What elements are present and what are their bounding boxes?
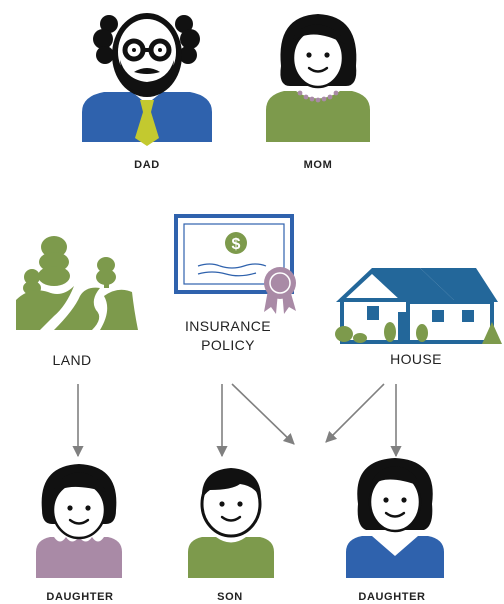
insurance-label-line2: POLICY bbox=[201, 337, 255, 353]
son-label: SON bbox=[217, 591, 243, 603]
moon-icon bbox=[89, 231, 103, 252]
arrow-insurance-center bbox=[231, 383, 295, 445]
land-illustration bbox=[16, 231, 138, 330]
dollar-icon: $ bbox=[225, 232, 247, 254]
house-icon bbox=[335, 268, 502, 344]
dad-label: DAD bbox=[134, 159, 160, 171]
dollar-symbol: $ bbox=[232, 236, 241, 253]
arrow-house-center bbox=[325, 383, 385, 443]
award-ribbon-icon bbox=[264, 267, 296, 314]
daughter-left-figure bbox=[36, 464, 122, 578]
house-label: HOUSE bbox=[390, 351, 442, 367]
mom-figure bbox=[266, 14, 370, 142]
daughter-right-figure bbox=[346, 458, 444, 578]
son-figure bbox=[188, 468, 274, 578]
dad-figure bbox=[82, 13, 212, 146]
daughter-right-label: DAUGHTER bbox=[358, 591, 425, 603]
trees-icon bbox=[23, 236, 116, 296]
insurance-label-line1: INSURANCE bbox=[185, 318, 271, 334]
inheritance-arrows bbox=[72, 383, 402, 458]
insurance-certificate: $ bbox=[174, 214, 296, 314]
daughter-left-label: DAUGHTER bbox=[46, 591, 113, 603]
land-label: LAND bbox=[53, 352, 92, 368]
mom-label: MOM bbox=[304, 159, 333, 171]
